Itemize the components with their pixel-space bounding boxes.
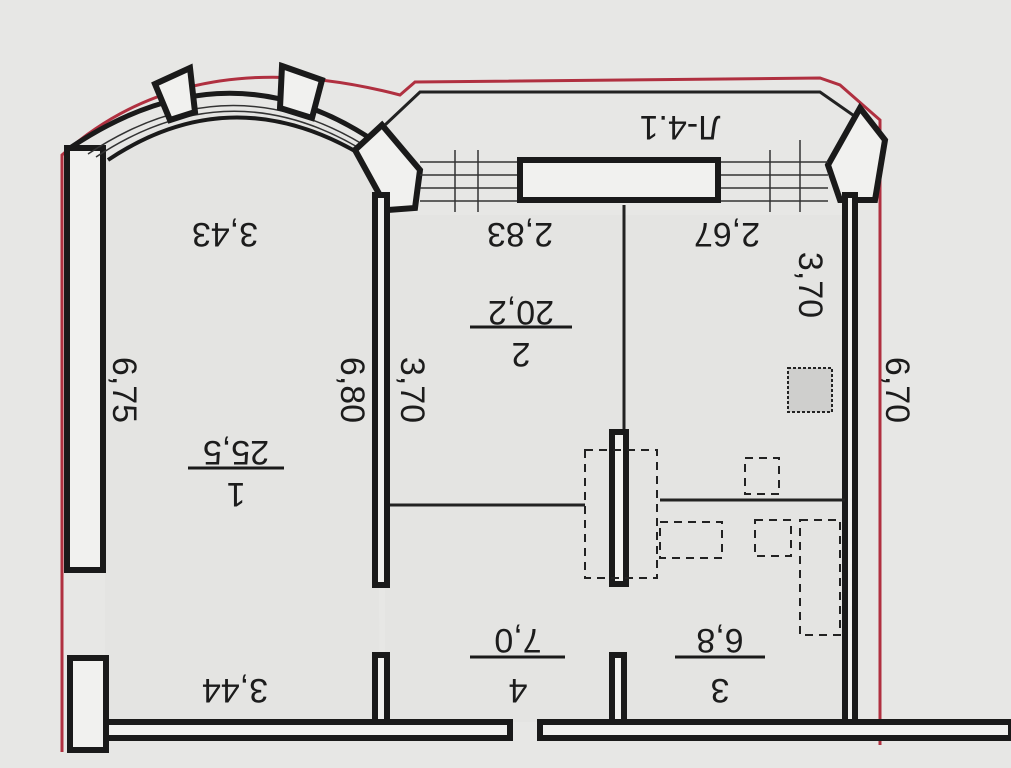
bottom-left-pillar bbox=[67, 655, 109, 753]
arch-pillar-2 bbox=[276, 61, 326, 122]
balcony-outer-wall bbox=[383, 90, 861, 127]
dim-3-70-right: 3,70 bbox=[791, 252, 829, 318]
bottom-wall-right bbox=[537, 719, 1011, 741]
arch-window-line-2 bbox=[95, 110, 373, 158]
balcony-right-pillar bbox=[824, 102, 889, 203]
room-2-area: 20,2 bbox=[488, 293, 554, 331]
central-pier bbox=[517, 157, 721, 203]
sink-fixture bbox=[754, 519, 792, 557]
washer-fixture bbox=[659, 521, 723, 559]
room-4-area: 7,0 bbox=[494, 621, 541, 659]
room-3-number: 3 bbox=[711, 671, 730, 709]
room-1-floor bbox=[105, 108, 380, 722]
arch-inner bbox=[106, 115, 372, 162]
balcony-window-right bbox=[718, 140, 828, 212]
room-4-number: 4 bbox=[509, 671, 528, 709]
room-1-area: 25,5 bbox=[203, 433, 269, 471]
bathtub-fixture bbox=[799, 519, 841, 636]
arch-outer bbox=[68, 90, 382, 151]
outer-outline bbox=[60, 75, 882, 752]
bottom-wall-left bbox=[97, 719, 513, 741]
vent-shaft bbox=[787, 367, 833, 413]
balcony-label: Л-4.1 bbox=[640, 108, 721, 146]
dim-3-43: 3,43 bbox=[192, 215, 258, 253]
dim-6-75: 6,75 bbox=[105, 357, 143, 423]
stack-outline bbox=[584, 449, 658, 579]
balcony-window-left bbox=[420, 150, 520, 212]
dim-2-67: 2,67 bbox=[694, 215, 760, 253]
partition-wall-1-2 bbox=[372, 192, 390, 588]
dim-2-83: 2,83 bbox=[487, 215, 553, 253]
room-3-area: 6,8 bbox=[696, 621, 743, 659]
central-column bbox=[609, 429, 629, 587]
right-wall bbox=[842, 192, 858, 728]
dim-3-44: 3,44 bbox=[202, 671, 268, 709]
stove-fixture bbox=[744, 457, 780, 495]
dim-3-70-left: 3,70 bbox=[393, 357, 431, 423]
arch-pillar-1 bbox=[151, 63, 199, 124]
dim-6-80: 6,80 bbox=[333, 357, 371, 423]
left-wall bbox=[64, 145, 106, 573]
partition-stub bbox=[372, 652, 390, 728]
dim-6-70: 6,70 bbox=[878, 357, 916, 423]
partition-3-4-stub bbox=[609, 652, 627, 728]
room-2-number: 2 bbox=[512, 335, 531, 373]
arch-window-line-1 bbox=[87, 104, 376, 155]
room-1-number: 1 bbox=[227, 475, 246, 513]
